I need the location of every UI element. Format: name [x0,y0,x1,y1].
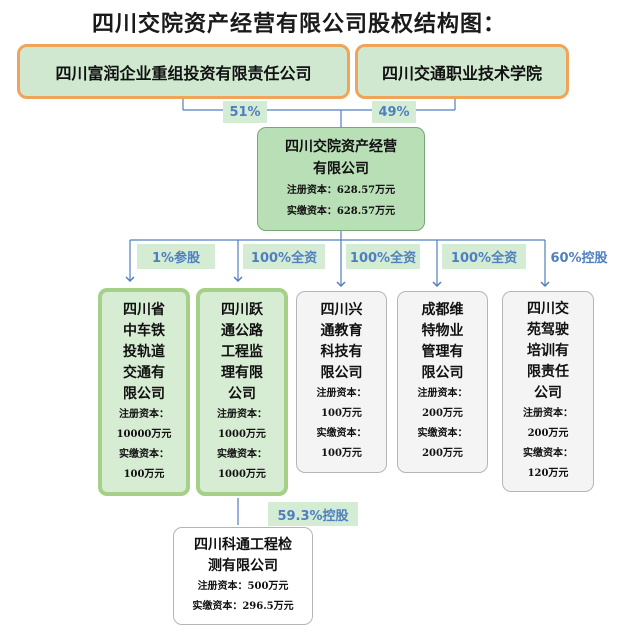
subsidiary-box-5: 四川交 苑驾驶 培训有 限责任 公司 注册资本： 200万元 实缴资本： 120… [502,291,594,492]
subsidiary-2-capital-line: 实缴资本： [217,448,267,460]
relation-label-5: 60%控股 [550,251,608,266]
subsidiary-5-name-line: 苑驾驶 [527,322,569,338]
relation-label-1: 1%参股 [137,244,215,269]
subsidiary-5-capital-line: 注册资本： [523,408,573,419]
subsidiary-3-capital-line: 100万元 [321,448,362,459]
subsidiary-5-capital-line: 120万元 [527,468,569,479]
subsidiary-5-capital-line: 实缴资本： [523,448,573,459]
shareholder-college-box: 四川交通职业技术学院 [355,44,569,99]
subsidiary-2-name-line: 理有限 [221,364,263,381]
subsidiary-1-name-line: 四川省 [123,301,165,318]
subsidiary-2-name-line: 通公路 [221,322,263,339]
relation-label-grandchild: 59.3%控股 [268,502,358,526]
subsidiary-5-name-line: 四川交 [527,301,569,317]
company-name-line-1: 四川交院资产经营 [285,139,397,155]
shareholder-fuyun-box: 四川富润企业重组投资有限责任公司 [17,44,350,99]
subsidiary-box-1: 四川省 中车铁 投轨道 交通有 限公司 注册资本： 10000万元 实缴资本： … [98,288,190,496]
subsidiary-4-capital-line: 200万元 [422,448,463,459]
subsidiary-2-capital-line: 1000万元 [218,468,266,480]
subsidiary-3-capital-line: 100万元 [321,408,362,419]
subsidiary-1-name-line: 投轨道 [123,343,165,360]
shareholder-fuyun-name: 四川富润企业重组投资有限责任公司 [55,63,312,83]
grandchild-name-line-2: 测有限公司 [208,558,278,574]
subsidiary-3-capital-line: 注册资本： [316,388,367,399]
subsidiary-3-name-line: 科技有 [320,344,363,360]
subsidiary-2-capital-line: 1000万元 [218,428,266,440]
subsidiary-4-name-line: 限公司 [421,365,464,381]
relation-label-4: 100%全资 [442,244,526,269]
subsidiary-1-capital-line: 10000万元 [116,428,172,440]
subsidiary-2-name-line: 工程监 [221,343,263,360]
grandchild-paid: 实缴资本：296.5万元 [192,601,294,612]
subsidiary-1-name-line: 中车铁 [123,322,165,339]
subsidiary-4-capital-line: 200万元 [422,408,463,419]
subsidiary-5-name-line: 公司 [534,385,562,401]
shareholder-college-name: 四川交通职业技术学院 [381,63,542,83]
company-name-line-2: 有限公司 [313,161,369,177]
subsidiary-4-name-line: 特物业 [421,323,464,339]
relation-label-3: 100%全资 [346,244,420,269]
relation-label-2: 100%全资 [243,244,325,269]
subsidiary-2-name-line: 公司 [228,385,256,402]
subsidiary-2-name-line: 四川跃 [221,301,263,318]
subsidiary-3-capital-line: 实缴资本： [316,428,367,439]
subsidiary-3-name-line: 限公司 [320,365,363,381]
subsidiary-3-name-line: 通教育 [320,323,363,339]
company-box: 四川交院资产经营 有限公司 注册资本：628.57万元 实缴资本：628.57万… [257,127,425,231]
subsidiary-3-name-line: 四川兴 [320,302,363,318]
subsidiary-4-capital-line: 注册资本： [417,388,468,399]
subsidiary-1-capital-line: 注册资本： [119,408,169,420]
subsidiary-5-name-line: 培训有 [527,343,569,359]
subsidiary-4-capital-line: 实缴资本： [417,428,468,439]
subsidiary-4-name-line: 成都维 [421,302,464,318]
subsidiary-1-name-line: 交通有 [123,364,165,381]
subsidiary-box-4: 成都维 特物业 管理有 限公司 注册资本： 200万元 实缴资本： 200万元 [397,291,488,473]
grandchild-box: 四川科通工程检 测有限公司 注册资本：500万元 实缴资本：296.5万元 [173,527,313,625]
subsidiary-1-capital-line: 实缴资本： [119,448,169,460]
subsidiary-4-name-line: 管理有 [421,344,464,360]
subsidiary-1-capital-line: 100万元 [123,468,165,480]
chart-title: 四川交院资产经营有限公司股权结构图： [92,11,507,37]
company-registered: 注册资本：628.57万元 [286,185,396,196]
subsidiary-2-capital-line: 注册资本： [217,408,267,420]
grandchild-name-line-1: 四川科通工程检 [194,537,292,553]
subsidiary-5-name-line: 限责任 [527,364,569,380]
share-label-fuyun: 51% [223,101,267,123]
subsidiary-box-2: 四川跃 通公路 工程监 理有限 公司 注册资本： 1000万元 实缴资本： 10… [196,288,288,496]
subsidiary-box-3: 四川兴 通教育 科技有 限公司 注册资本： 100万元 实缴资本： 100万元 [296,291,387,473]
company-paid: 实缴资本：628.57万元 [286,206,396,217]
subsidiary-1-name-line: 限公司 [123,385,165,402]
share-label-college: 49% [372,101,416,123]
grandchild-registered: 注册资本：500万元 [197,581,289,592]
subsidiary-5-capital-line: 200万元 [527,428,569,439]
